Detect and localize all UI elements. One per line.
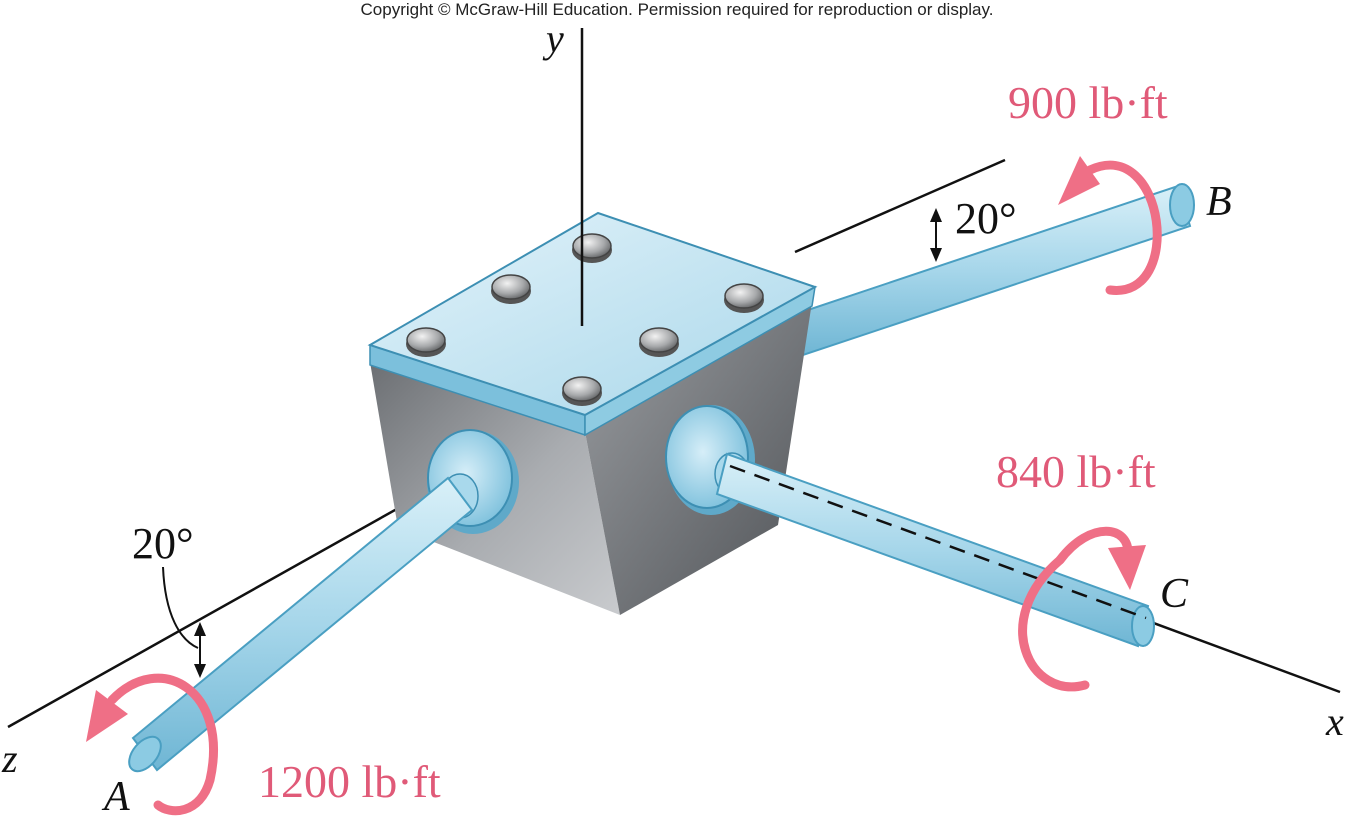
torque-label-b: 900 lb·ft — [1008, 77, 1168, 128]
bolt-icon — [491, 274, 531, 304]
shaft-c — [715, 452, 1155, 648]
box-lid — [367, 211, 818, 417]
y-axis-label: y — [542, 16, 564, 61]
point-label-c: C — [1160, 571, 1189, 617]
angle-label-upper: 20° — [955, 194, 1017, 243]
gear-box — [367, 211, 818, 615]
z-axis-line — [7, 494, 421, 729]
angle-marker-lower — [162, 566, 206, 678]
x-axis-label: x — [1325, 699, 1344, 744]
bolt-icon — [572, 233, 612, 263]
x-axis-line — [1139, 616, 1341, 694]
torque-arrow-a — [86, 673, 218, 816]
torque-label-a: 1200 lb·ft — [258, 756, 441, 807]
torque-arrow-b — [1058, 156, 1162, 295]
shaft-c-centerline — [729, 464, 1147, 620]
torque-label-c: 840 lb·ft — [996, 446, 1156, 497]
torque-arrow-c — [1018, 526, 1146, 692]
angle-marker-upper — [930, 208, 942, 262]
z-axis-label: z — [1, 736, 18, 781]
shaft-a — [128, 476, 474, 773]
bolt-icon — [562, 376, 602, 406]
copyright-notice: Copyright © McGraw-Hill Education. Permi… — [361, 0, 994, 19]
point-label-a: A — [101, 774, 130, 820]
bolt-icon — [406, 327, 446, 357]
point-label-b: B — [1206, 179, 1232, 225]
bolt-icon — [639, 327, 679, 357]
lid-bolts — [406, 233, 764, 406]
angle-label-lower: 20° — [132, 519, 194, 568]
bolt-icon — [724, 283, 764, 313]
b-reference-line — [794, 158, 1006, 254]
